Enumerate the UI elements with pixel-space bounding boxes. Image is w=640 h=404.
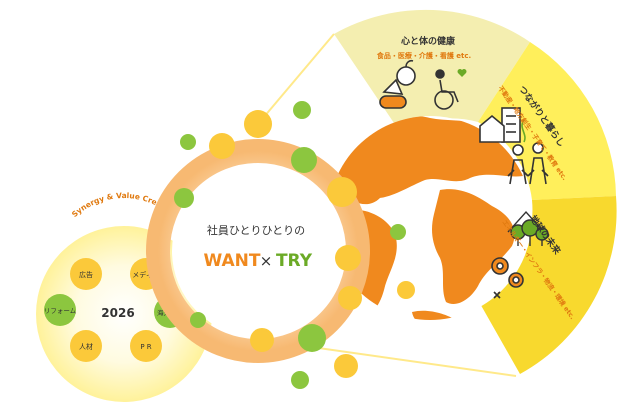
dot: [335, 245, 361, 271]
center-times: ×: [260, 252, 273, 270]
people-icon: [507, 142, 549, 185]
trees-icon: [507, 210, 549, 246]
center-try: TRY: [276, 251, 313, 271]
dot: [298, 324, 326, 352]
dot: [291, 371, 309, 389]
segment-life: [478, 42, 616, 200]
svg-text:メディア: メディア: [132, 270, 160, 279]
dot: [244, 110, 272, 138]
svg-text:広告: 広告: [79, 270, 93, 279]
synergy-node-pr: P R: [130, 330, 162, 362]
dot: [209, 133, 235, 159]
synergy-node-hr: 人材: [70, 330, 102, 362]
dot: [250, 328, 274, 352]
connector-line-top: [257, 33, 335, 125]
dot: [327, 177, 357, 207]
segment-health-sub: 食品・医療・介護・看護 etc.: [376, 51, 471, 60]
segment-health-title: 心と体の健康: [401, 35, 456, 47]
segment-planet: [478, 196, 617, 374]
dot: [293, 101, 311, 119]
dot: [334, 354, 358, 378]
year-label: 2026: [101, 306, 134, 320]
svg-text:P R: P R: [140, 343, 151, 351]
gears-icon: [491, 257, 524, 299]
dot: [338, 286, 362, 310]
dot: [390, 224, 406, 240]
synergy-node-reform: リフォーム: [44, 294, 77, 326]
dot: [291, 147, 317, 173]
svg-text:人材: 人材: [79, 342, 93, 351]
center-want: WANT: [204, 251, 261, 271]
svg-text:リフォーム: リフォーム: [44, 307, 77, 315]
house-building-icon: [479, 107, 526, 143]
synergy-node-ad: 広告: [70, 258, 102, 290]
center-subtitle: 社員ひとりひとりの: [207, 223, 305, 237]
dot: [397, 281, 415, 299]
decor-dots: [174, 101, 415, 389]
dot: [174, 188, 194, 208]
dot: [190, 312, 206, 328]
wheelchair-icon: [434, 69, 467, 110]
food-icon: [379, 59, 416, 109]
dot: [180, 134, 196, 150]
